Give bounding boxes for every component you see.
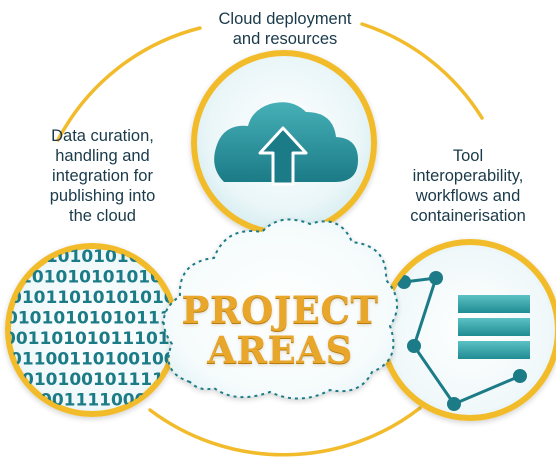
label-line: and resources <box>232 30 338 48</box>
binary-row: 010100101111 <box>22 370 164 390</box>
label-line: handling and <box>55 147 150 165</box>
label-line: Tool <box>452 147 484 165</box>
label-cloud-deployment: Cloud deployment and resources <box>170 9 400 49</box>
graph-node <box>447 397 461 411</box>
label-tool-interoperability: Tool interoperability, workflows and con… <box>380 146 556 226</box>
binary-row: 010101010101 <box>34 247 176 267</box>
label-line: interoperability, <box>412 167 524 185</box>
stack-layers-icon <box>458 295 530 359</box>
binary-row: 01011010101010 <box>10 288 176 308</box>
binary-row: 001111000 <box>40 391 147 411</box>
project-areas-cloud <box>162 218 398 400</box>
binary-row: 011001101001001 <box>10 350 187 370</box>
binary-row: 0011010101110101 <box>4 329 193 349</box>
label-line: integration for <box>52 167 153 185</box>
outer-ring <box>56 22 484 457</box>
label-data-curation: Data curation, handling and integration … <box>10 126 195 226</box>
ring-arc-bottom <box>148 406 422 457</box>
ring-arc-top-left <box>56 26 202 142</box>
title-line: AREAS <box>207 328 353 372</box>
graph-node <box>513 369 527 383</box>
label-line: Cloud deployment <box>218 10 352 28</box>
label-line: Data curation, <box>51 127 154 145</box>
graph-node <box>429 271 443 285</box>
ring-arc-top-right <box>360 22 484 120</box>
label-line: publishing into <box>49 187 156 205</box>
label-line: containerisation <box>410 207 526 225</box>
graph-node <box>407 339 421 353</box>
binary-row: 1010101010101 <box>20 268 174 288</box>
label-line: workflows and <box>415 187 521 205</box>
project-areas-title: PROJECT AREAS <box>175 290 385 370</box>
title-line: PROJECT <box>181 288 379 332</box>
label-line: the cloud <box>69 207 136 225</box>
cloud-upload-icon <box>214 102 358 186</box>
binary-row: 010101010101111 <box>6 309 183 329</box>
